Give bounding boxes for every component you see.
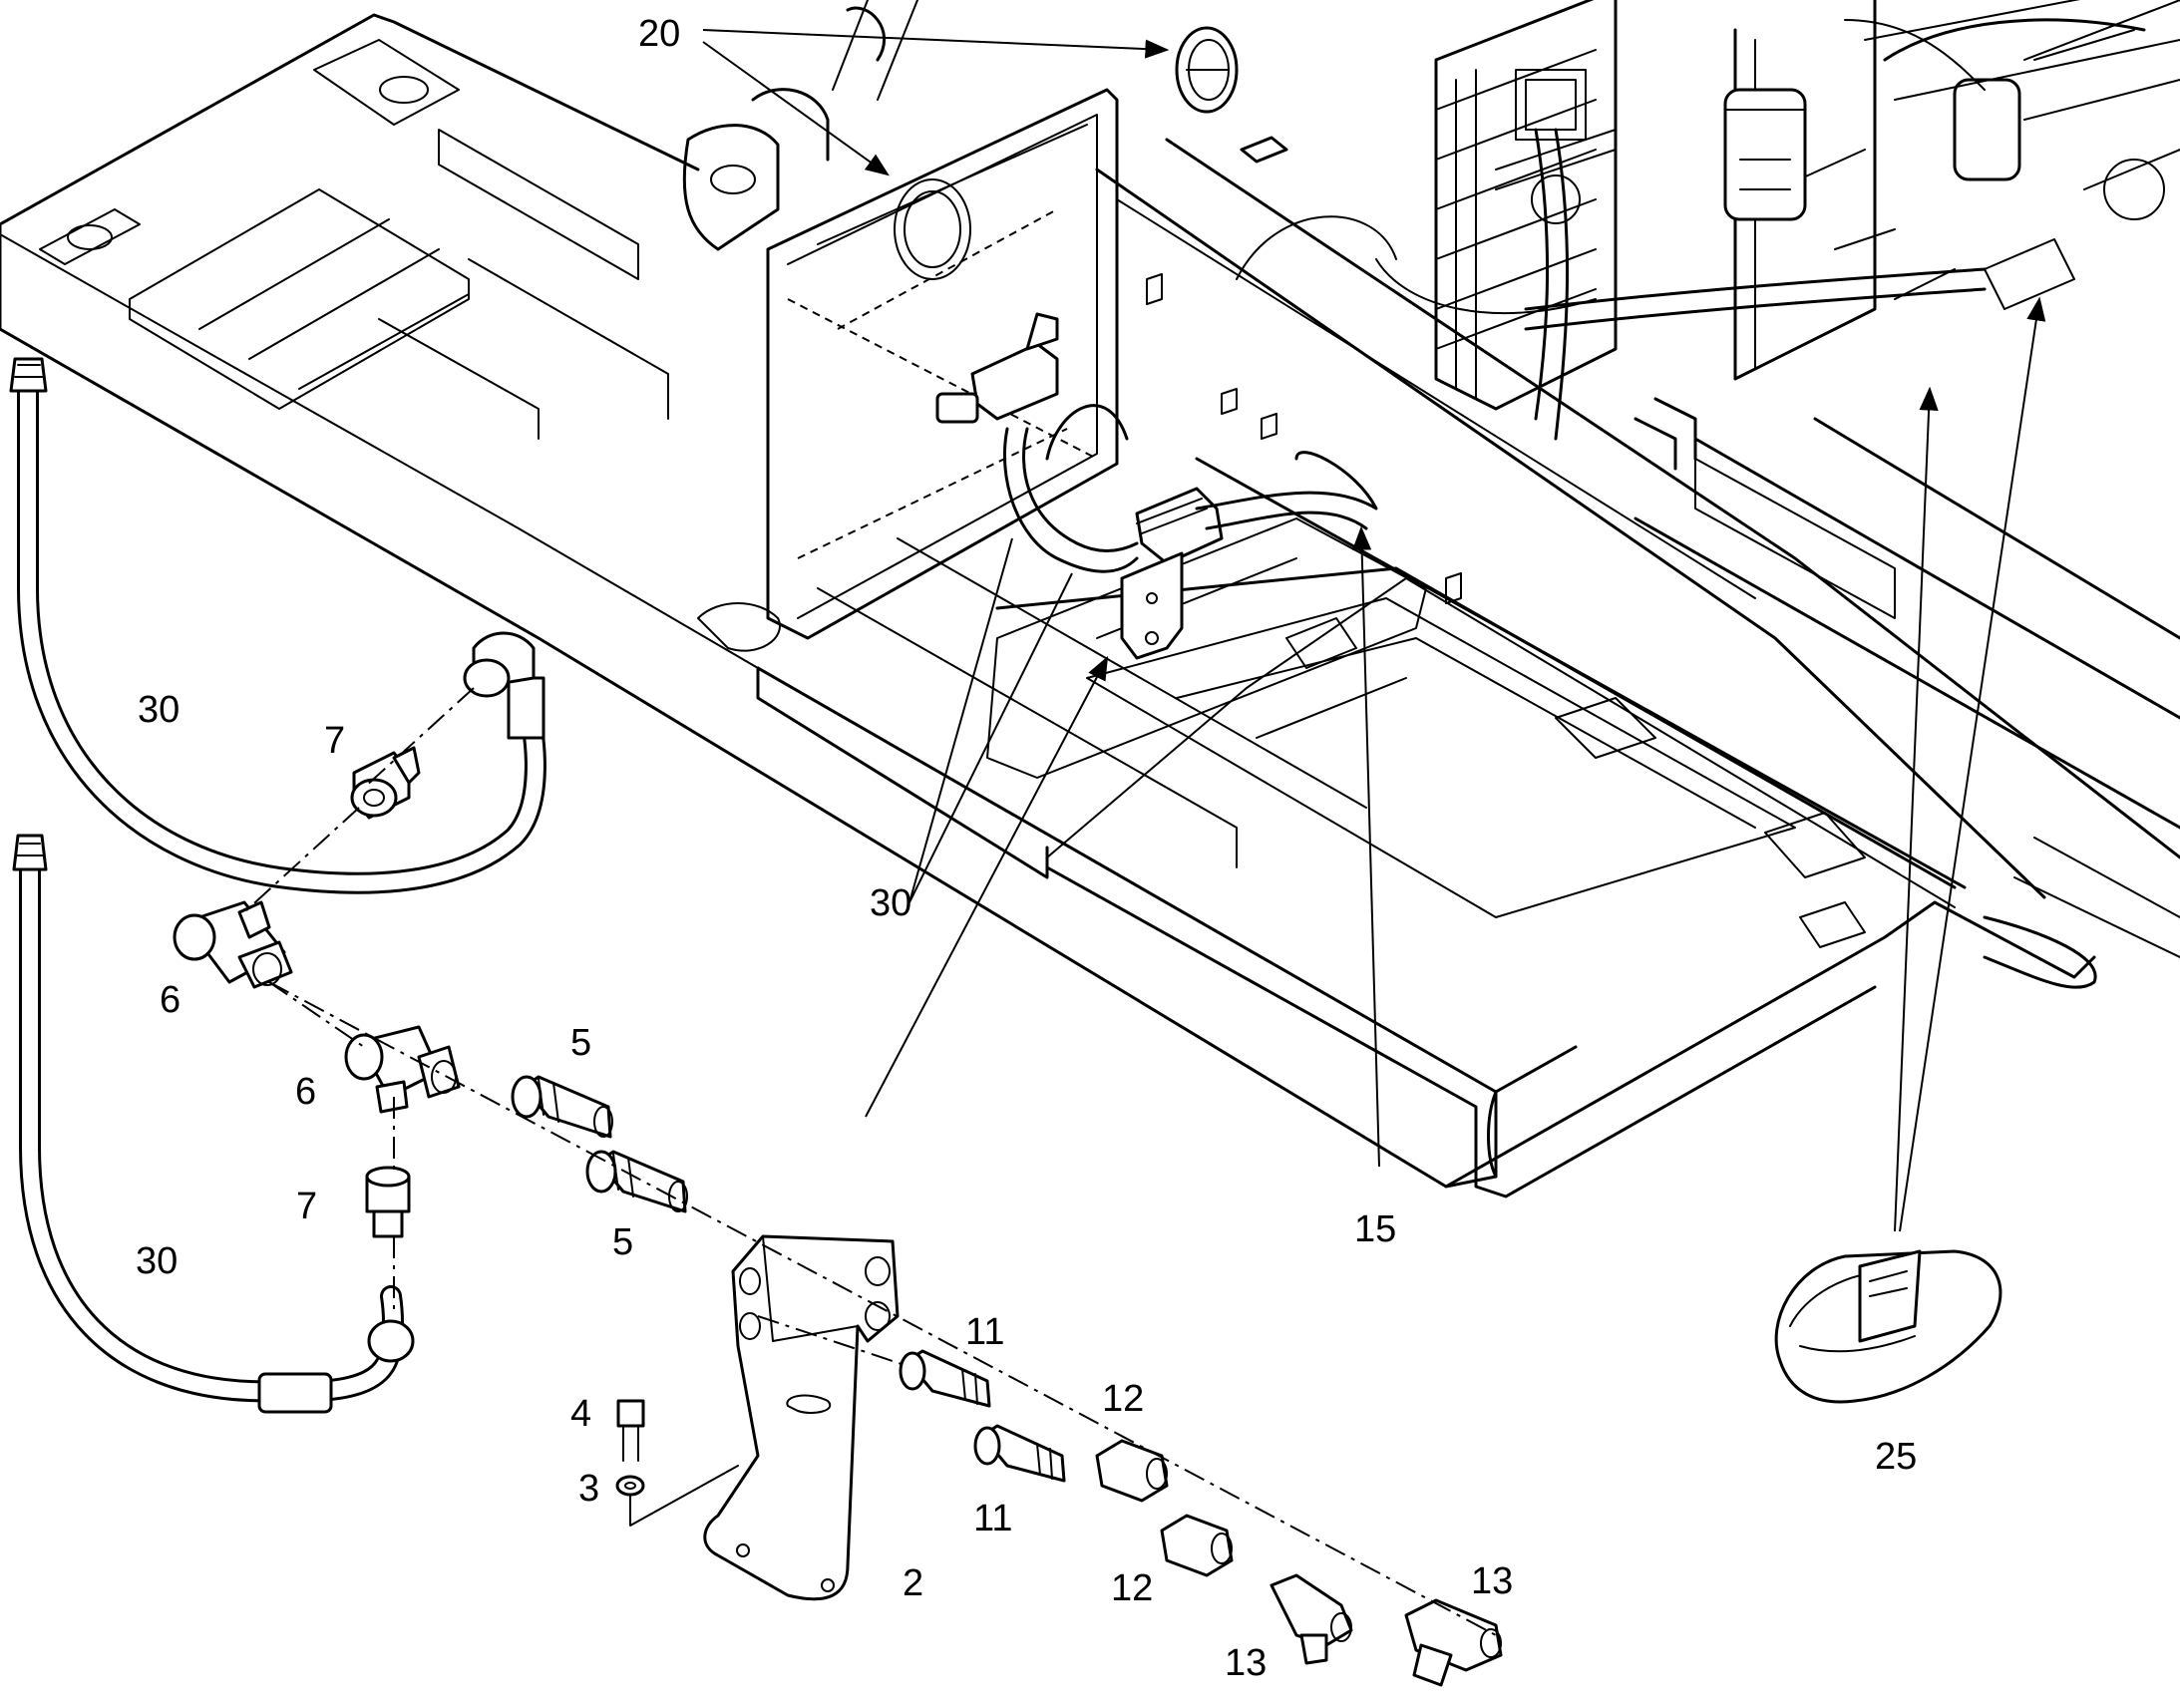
callout-11-upper: 11	[965, 1311, 1004, 1353]
callout-30-upper: 30	[138, 689, 180, 731]
callout-11-lower: 11	[973, 1498, 1012, 1539]
fitting-7-lower	[365, 1166, 411, 1238]
callout-7-lower: 7	[296, 1186, 317, 1227]
callout-12-lower: 12	[1111, 1567, 1153, 1609]
callout-3: 3	[578, 1468, 599, 1510]
elbow-13-right	[1404, 1598, 1503, 1687]
center-manifold	[1002, 404, 1378, 660]
callout-15: 15	[1354, 1208, 1396, 1250]
callout-6-upper: 6	[160, 979, 181, 1021]
strap-25	[1774, 1249, 2002, 1404]
elbow-13-left	[1270, 1573, 1353, 1665]
leader-lines	[702, 29, 2046, 1232]
centerlines	[243, 687, 1497, 1636]
callout-labels: 20 30 7 6 5 6 7 5 30 30 11 12 4 3 11 2 1…	[136, 13, 1917, 1684]
callout-4: 4	[570, 1393, 591, 1435]
callout-30-lower: 30	[136, 1240, 178, 1282]
nut-12-upper	[1095, 1439, 1169, 1503]
tee-6-lower	[344, 1025, 461, 1114]
callout-6-lower: 6	[295, 1071, 316, 1113]
callout-13-left: 13	[1225, 1642, 1267, 1684]
tee-6-upper	[173, 900, 293, 989]
hose-lower	[12, 834, 415, 1414]
bolt-4	[616, 1399, 645, 1462]
fitting-11-upper	[899, 1349, 991, 1408]
fitting-7-upper	[350, 746, 421, 820]
callout-20: 20	[638, 13, 680, 55]
filter-and-valves	[1723, 0, 2180, 381]
bracket-2	[703, 1234, 900, 1601]
solenoid-valve	[935, 312, 1059, 424]
fitting-5-lower	[585, 1150, 688, 1213]
callout-25: 25	[1875, 1436, 1917, 1478]
machine-frame	[0, 0, 2180, 1198]
callout-5-lower: 5	[612, 1221, 633, 1263]
fitting-5-upper	[511, 1075, 613, 1139]
callout-2: 2	[903, 1562, 923, 1604]
control-valve-block	[1434, 0, 1618, 411]
fitting-11-lower	[973, 1424, 1066, 1483]
hose-upper	[9, 357, 546, 894]
washer-3	[615, 1475, 645, 1497]
callout-5-upper: 5	[570, 1022, 591, 1064]
callout-13-right: 13	[1471, 1560, 1513, 1602]
nut-12-lower	[1160, 1514, 1234, 1577]
callout-12-upper: 12	[1102, 1378, 1144, 1420]
callout-30-center: 30	[870, 882, 911, 924]
callout-7-upper: 7	[324, 720, 345, 762]
